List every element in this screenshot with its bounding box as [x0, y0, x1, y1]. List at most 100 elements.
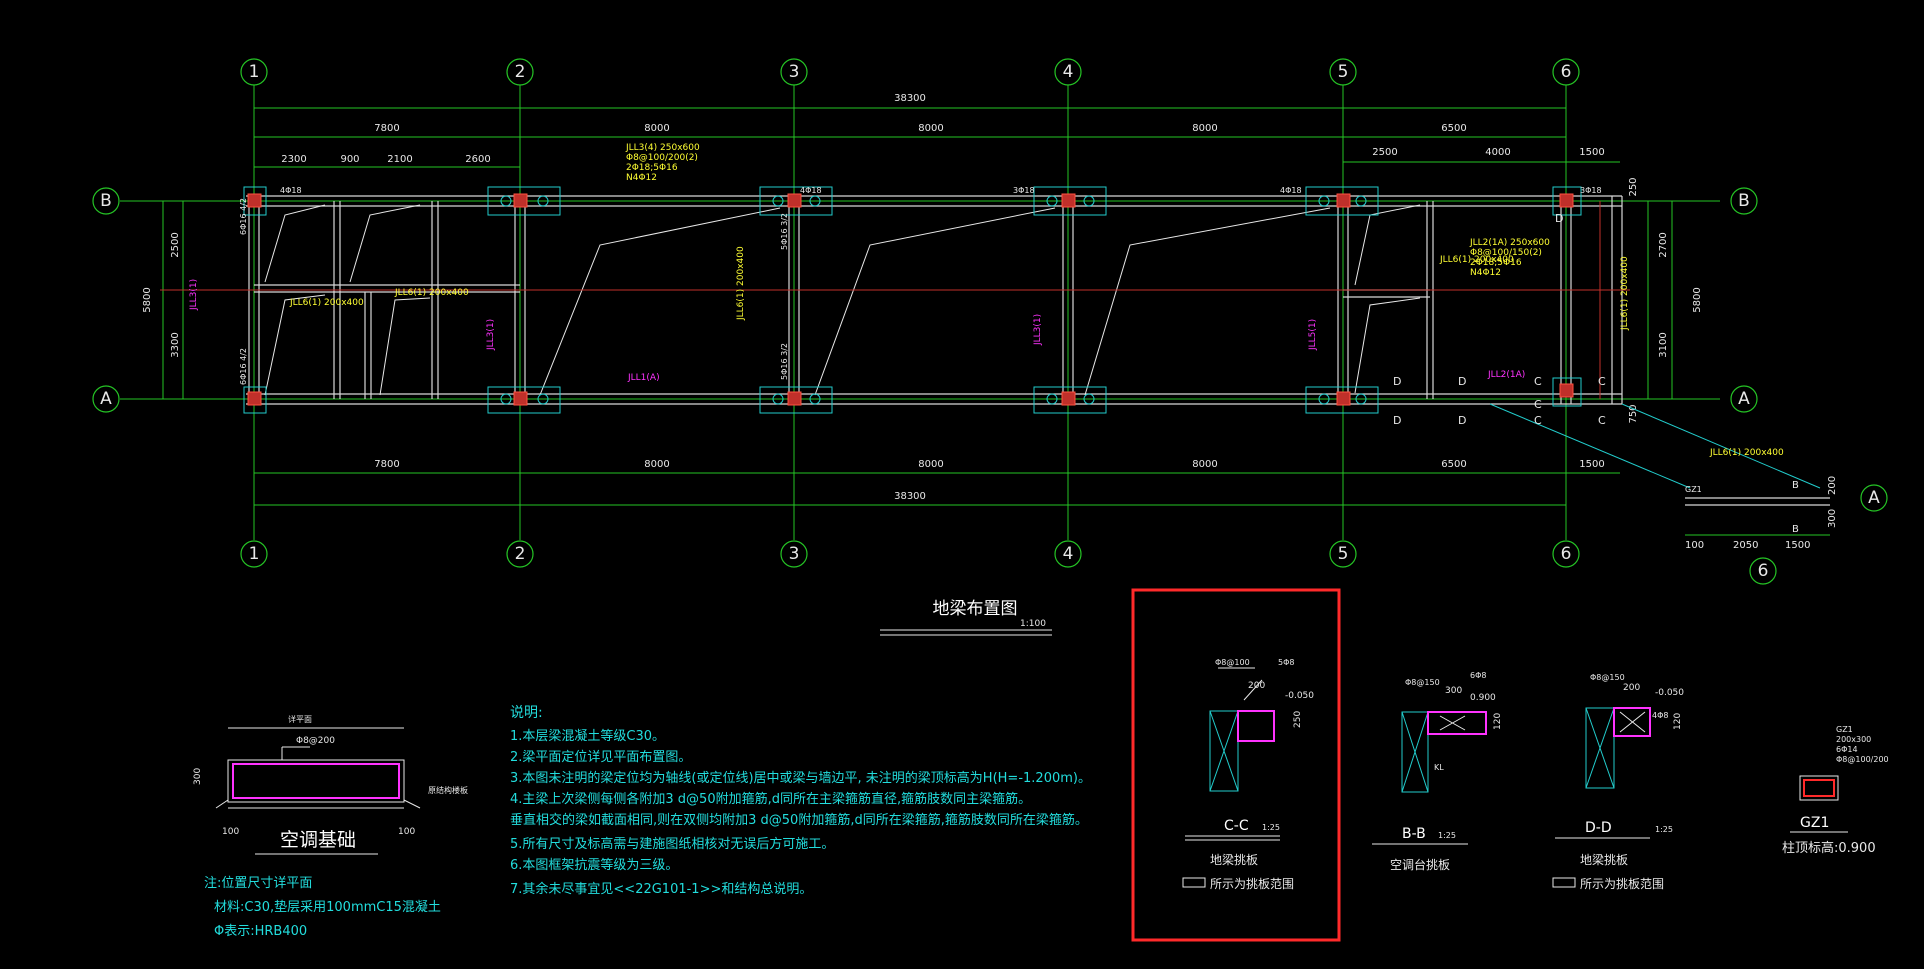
- svg-text:详平面: 详平面: [288, 714, 312, 724]
- svg-text:C: C: [1598, 375, 1606, 388]
- svg-text:6500: 6500: [1441, 123, 1466, 134]
- svg-text:GZ1: GZ1: [1800, 815, 1829, 831]
- svg-text:0.900: 0.900: [1470, 693, 1496, 703]
- svg-text:2: 2: [515, 544, 526, 564]
- ac-foundation-detail[interactable]: 详平面 Φ8@200 300 100 100 原结构楼板 空调基础 注:位置尺寸…: [193, 714, 468, 939]
- rebar-annotation-clusters: JLL3(1) JLL6(1) 200x400 JLL6(1) 200x400 …: [189, 246, 1630, 331]
- svg-text:2Φ18;5Φ16: 2Φ18;5Φ16: [626, 163, 678, 173]
- gz1-column-detail[interactable]: GZ1 200x300 6Φ14 Φ8@100/200 GZ1 柱顶标高:0.9…: [1782, 725, 1889, 856]
- section-bb[interactable]: Φ8@150 6Φ8 300 0.900 120 KL B-B 1:25 空调台…: [1372, 671, 1503, 872]
- svg-text:100: 100: [398, 827, 415, 837]
- svg-text:2500: 2500: [170, 232, 181, 257]
- svg-text:C: C: [1534, 375, 1542, 388]
- svg-text:N4Φ12: N4Φ12: [626, 173, 657, 183]
- svg-text:8000: 8000: [918, 123, 943, 134]
- slab-markers: [264, 204, 1421, 396]
- svg-text:6500: 6500: [1441, 459, 1466, 470]
- svg-text:JLL6(1) 200x400: JLL6(1) 200x400: [736, 246, 746, 321]
- svg-text:900: 900: [340, 154, 359, 165]
- svg-text:1500: 1500: [1579, 459, 1604, 470]
- section-cc[interactable]: Φ8@100 5Φ8 200 -0.050 250 C-C 1:25 地梁挑板 …: [1131, 588, 1341, 942]
- svg-text:C: C: [1598, 414, 1606, 427]
- svg-text:3.本图未注明的梁定位均为轴线(或定位线)居中或梁与墙边平,: 3.本图未注明的梁定位均为轴线(或定位线)居中或梁与墙边平, 未注明的梁顶标高为…: [510, 770, 1091, 786]
- svg-text:C: C: [1534, 398, 1542, 411]
- svg-text:38300: 38300: [894, 93, 926, 104]
- svg-text:JLL6(1) 200x400: JLL6(1) 200x400: [394, 288, 469, 298]
- svg-text:地梁挑板: 地梁挑板: [1210, 852, 1258, 867]
- svg-text:200: 200: [1248, 681, 1265, 691]
- svg-text:4.主梁上次梁侧每侧各附加3 d@50附加箍筋,d同所在主梁: 4.主梁上次梁侧每侧各附加3 d@50附加箍筋,d同所在主梁箍筋直径,箍筋肢数同…: [510, 791, 1031, 807]
- svg-text:4: 4: [1063, 544, 1074, 564]
- svg-text:2100: 2100: [387, 154, 412, 165]
- svg-text:4Φ18: 4Φ18: [280, 186, 302, 195]
- svg-text:1:100: 1:100: [1020, 619, 1046, 629]
- axis-bubbles-top: 1 2 3 4 5 6: [240, 58, 1580, 86]
- svg-text:5800: 5800: [142, 287, 153, 312]
- svg-text:3Φ18: 3Φ18: [1013, 186, 1035, 195]
- svg-text:8000: 8000: [644, 459, 669, 470]
- svg-text:250: 250: [1628, 177, 1639, 196]
- svg-text:D-D: D-D: [1585, 820, 1612, 836]
- svg-text:B: B: [100, 191, 112, 211]
- svg-text:7800: 7800: [374, 459, 399, 470]
- svg-text:D: D: [1555, 212, 1563, 225]
- columns[interactable]: [247, 193, 1574, 406]
- svg-text:注:位置尺寸详平面: 注:位置尺寸详平面: [204, 876, 312, 891]
- svg-text:4Φ18: 4Φ18: [1280, 186, 1302, 195]
- svg-text:A: A: [1738, 389, 1750, 409]
- svg-text:6: 6: [1561, 544, 1572, 564]
- svg-text:200: 200: [1827, 476, 1838, 495]
- svg-text:100: 100: [1685, 540, 1704, 551]
- svg-text:4Φ18: 4Φ18: [800, 186, 822, 195]
- svg-text:1: 1: [249, 62, 260, 82]
- svg-text:JLL6(1) 200x400: JLL6(1) 200x400: [1709, 448, 1784, 458]
- svg-text:JLL3(1): JLL3(1): [189, 279, 199, 311]
- svg-text:5.所有尺寸及标高需与建施图纸相核对无误后方可施工。: 5.所有尺寸及标高需与建施图纸相核对无误后方可施工。: [510, 836, 834, 852]
- svg-text:B-B: B-B: [1402, 826, 1426, 842]
- dimension-text: 38300 7800 8000 8000 8000 6500 2300 900 …: [142, 93, 1703, 502]
- svg-text:8000: 8000: [918, 459, 943, 470]
- svg-text:C: C: [1534, 414, 1542, 427]
- svg-text:7800: 7800: [374, 123, 399, 134]
- highlight-frame[interactable]: [1131, 588, 1341, 942]
- svg-text:120: 120: [1673, 713, 1683, 730]
- svg-text:所示为挑板范围: 所示为挑板范围: [1210, 877, 1294, 891]
- svg-text:3: 3: [789, 544, 800, 564]
- svg-text:D: D: [1458, 375, 1466, 388]
- svg-text:5Φ16 3/2: 5Φ16 3/2: [780, 213, 789, 250]
- svg-text:材料:C30,垫层采用100mmC15混凝土: 材料:C30,垫层采用100mmC15混凝土: [214, 899, 441, 915]
- svg-text:1: 1: [249, 544, 260, 564]
- svg-text:3100: 3100: [1658, 332, 1669, 357]
- svg-text:JLL5(1): JLL5(1): [1308, 319, 1318, 351]
- overhang-dims: 100 2050 1500 200 300: [1685, 476, 1838, 551]
- svg-text:1:25: 1:25: [1438, 831, 1456, 840]
- svg-text:2Φ18;5Φ16: 2Φ18;5Φ16: [1470, 258, 1522, 268]
- svg-text:5Φ16 3/2: 5Φ16 3/2: [780, 343, 789, 380]
- svg-text:6Φ8: 6Φ8: [1470, 671, 1486, 680]
- svg-text:-0.050: -0.050: [1285, 691, 1314, 701]
- svg-text:A: A: [1868, 488, 1880, 508]
- svg-text:Φ表示:HRB400: Φ表示:HRB400: [214, 924, 307, 939]
- svg-text:Φ8@100: Φ8@100: [1215, 658, 1250, 667]
- svg-text:5Φ8: 5Φ8: [1278, 658, 1294, 667]
- section-dd[interactable]: Φ8@150 4Φ8 200 -0.050 120 D-D 1:25 地梁挑板 …: [1552, 673, 1684, 891]
- svg-text:JLL3(1): JLL3(1): [1033, 314, 1043, 346]
- svg-text:B: B: [1792, 524, 1799, 535]
- beam-labels[interactable]: JLL3(4) 250x600 Φ8@100/200(2) 2Φ18;5Φ16 …: [239, 143, 1784, 494]
- section-marks: D D D C C C D D C C B B: [1393, 212, 1799, 535]
- svg-text:8000: 8000: [1192, 459, 1217, 470]
- svg-text:5800: 5800: [1692, 287, 1703, 312]
- svg-text:2.梁平面定位详见平面布置图。: 2.梁平面定位详见平面布置图。: [510, 750, 691, 765]
- svg-text:6Φ16 4/2: 6Φ16 4/2: [239, 348, 248, 385]
- svg-text:柱顶标高:0.900: 柱顶标高:0.900: [1782, 840, 1876, 856]
- svg-text:JLL2(1A) 250x600: JLL2(1A) 250x600: [1469, 238, 1550, 248]
- svg-text:地梁挑板: 地梁挑板: [1580, 852, 1628, 867]
- grid-lines: [120, 85, 1720, 540]
- svg-text:2600: 2600: [465, 154, 490, 165]
- svg-text:300: 300: [193, 768, 203, 785]
- beam-layout[interactable]: [246, 195, 1830, 536]
- axis-bubbles-bottom: 1 2 3 4 5 6 6: [240, 540, 1777, 585]
- svg-text:空调基础: 空调基础: [280, 829, 356, 851]
- svg-text:Φ8@200: Φ8@200: [296, 736, 335, 746]
